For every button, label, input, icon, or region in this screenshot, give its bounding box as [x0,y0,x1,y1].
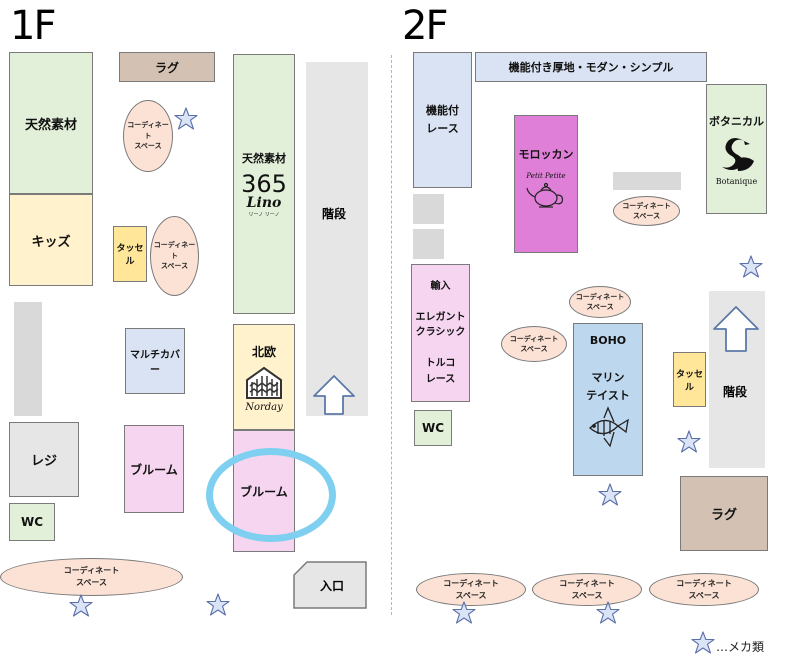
area-kids[interactable]: キッズ [9,194,93,286]
star-icon [595,601,621,627]
coordinate-space: コーディネート スペース [569,286,631,318]
legend-label: …メカ類 [716,640,765,654]
star-icon [205,593,231,619]
lino-logo-word: Lino [246,194,282,211]
area-functional-thick[interactable]: 機能付き厚地・モダン・シンプル [475,52,707,82]
area-label: 天然素材 [24,117,77,133]
area-nordic[interactable]: 北欧 Norday [233,324,295,430]
area-rug-1f[interactable]: ラグ [119,52,215,82]
area-label: モロッカン [518,148,574,161]
angelfish-icon [589,406,629,448]
area-label: マリン テイスト [586,371,630,402]
star-icon [690,631,716,657]
area-label: ラグ [154,60,179,75]
area-label: WC [421,421,445,435]
moroccan-logo-text: Petit Petite [526,172,566,180]
coordinate-space: コーディネート スペース [150,216,199,296]
area-label: 入口 [320,579,345,593]
star-icon [738,255,764,281]
area-multi-cover[interactable]: マルチカバー [125,328,185,394]
teapot-logo-icon [526,182,564,208]
area-tassel-1f[interactable]: タッセル [113,226,147,282]
area-label: 機能付 レース [426,104,459,135]
area-label: タッセル [675,369,703,393]
floor-divider [391,55,392,615]
area-label: 輸入 エレガント クラシック トルコ レース [415,280,466,385]
area-title: BOHO [589,334,627,347]
area-label: 北欧 [251,345,276,359]
swan-logo-icon [721,138,754,171]
floor-label-1f: 1F [10,3,56,49]
lino-logo-sub: リーノ リーノ [248,212,280,219]
lino-logo-number: 365 [241,169,287,198]
area-natural-materials-center[interactable]: 天然素材 365 Lino リーノ リーノ [233,54,295,314]
area-label: WC [20,515,44,529]
up-arrow-icon [313,375,355,415]
area-label: タッセル [116,244,144,267]
highlight-circle [206,448,336,542]
star-icon [173,107,199,133]
area-register[interactable]: レジ [9,422,79,497]
area-entrance[interactable]: 入口 [293,561,367,609]
area-rug-2f[interactable]: ラグ [680,476,768,551]
star-icon [68,594,94,620]
area-label: マルチカバー [130,350,180,376]
area-label: ラグ [710,508,737,523]
coordinate-space: コーディネート スペース [0,558,183,596]
norday-house-icon [246,366,282,399]
area-bloom-left[interactable]: ブルーム [124,425,184,513]
botanique-logo-text: Botanique [715,177,758,186]
coordinate-space: コーディネート スペース [613,196,680,226]
shelf-block [413,229,444,259]
coordinate-space: コーディネート スペース [532,573,642,606]
star-icon [676,430,702,456]
coordinate-space: コーディネート スペース [123,100,173,172]
area-label: ブルーム [130,462,178,477]
up-arrow-icon [713,306,759,352]
area-tassel-2f[interactable]: タッセル [673,352,706,407]
area-moroccan[interactable]: モロッカン Petit Petite [514,115,578,253]
star-icon [451,601,477,627]
area-label: 天然素材 [242,151,286,165]
area-label: 機能付き厚地・モダン・シンプル [508,61,674,74]
area-functional-lace[interactable]: 機能付 レース [413,52,472,188]
coordinate-space: コーディネート スペース [649,573,759,606]
shelf-block [413,194,444,224]
area-imports[interactable]: 輸入 エレガント クラシック トルコ レース [411,264,470,402]
area-label: ボタニカル [709,115,764,128]
coordinate-space: コーディネート スペース [416,573,526,606]
norday-logo-text: Norday [245,402,283,413]
stairs-1f[interactable] [306,62,368,416]
stairs-label-2f: 階段 [723,385,748,399]
area-label: キッズ [31,234,71,250]
area-wc-1f[interactable]: WC [9,503,55,541]
floor-label-2f: 2F [402,3,448,49]
coordinate-space: コーディネート スペース [501,326,567,362]
area-botanical[interactable]: ボタニカル Botanique [706,84,767,214]
shelf-block [14,302,42,416]
star-icon [597,483,623,509]
area-wc-2f[interactable]: WC [414,410,452,446]
stairs-label-1f: 階段 [322,207,347,221]
area-natural-materials-left[interactable]: 天然素材 [9,52,93,194]
area-label: レジ [30,454,57,469]
area-boho[interactable]: BOHO マリン テイスト [573,323,643,476]
shelf-block [613,172,681,190]
